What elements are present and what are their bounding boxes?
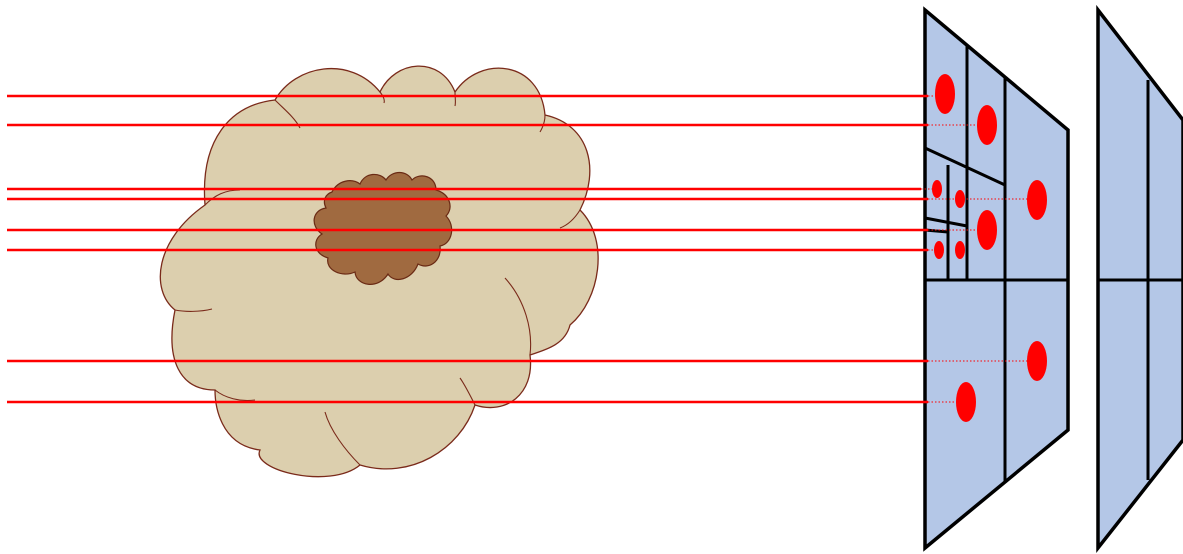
uniform-subdivision-plane xyxy=(1098,10,1183,548)
sample-dot xyxy=(1027,341,1047,381)
sample-dot xyxy=(955,190,965,208)
sample-dot xyxy=(935,74,955,114)
sample-dot xyxy=(956,382,976,422)
sample-dot xyxy=(932,180,942,198)
sample-dot xyxy=(977,210,997,250)
sample-dot xyxy=(1027,180,1047,220)
sample-dot xyxy=(934,241,944,259)
sample-dot xyxy=(977,105,997,145)
sample-dot xyxy=(955,241,965,259)
